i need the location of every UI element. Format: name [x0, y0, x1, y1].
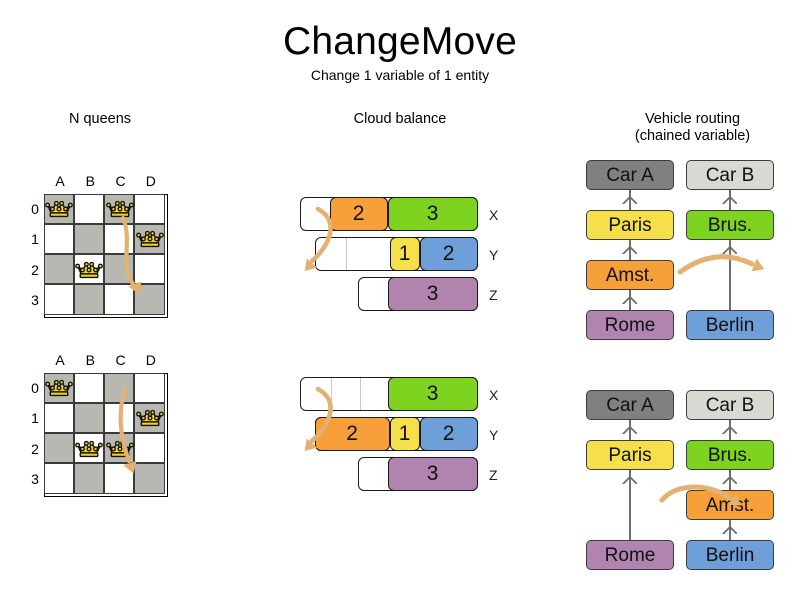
- board-cell[interactable]: [134, 433, 165, 464]
- column-label-b: B: [85, 173, 95, 189]
- process-block[interactable]: 2: [419, 416, 478, 451]
- route-node-paris[interactable]: Paris: [586, 210, 674, 240]
- route-node-amst[interactable]: Amst.: [586, 260, 674, 290]
- process-block[interactable]: 1: [389, 236, 420, 271]
- board-cell[interactable]: [43, 402, 74, 433]
- column-label-d: D: [145, 173, 156, 189]
- process-block[interactable]: 3: [387, 276, 478, 311]
- chain-link: [728, 190, 732, 210]
- bar-divider: [360, 378, 361, 410]
- board-cell[interactable]: [134, 372, 165, 403]
- route-node-carb[interactable]: Car B: [686, 160, 774, 190]
- chain-arrow-icon: [722, 525, 737, 534]
- row-label-0: 0: [31, 201, 39, 217]
- route-node-brus[interactable]: Brus.: [686, 440, 774, 470]
- board-cell[interactable]: [43, 254, 74, 285]
- chain-link: [628, 290, 632, 310]
- chain-link: [728, 240, 732, 310]
- column-label-a: A: [55, 173, 65, 189]
- process-block[interactable]: 2: [419, 236, 478, 271]
- computer-label-z: Z: [489, 287, 498, 303]
- chain-link: [628, 190, 632, 210]
- board-cell[interactable]: [73, 372, 104, 403]
- row-label-0: 0: [31, 380, 39, 396]
- board-cell[interactable]: [73, 402, 104, 433]
- board-cell[interactable]: [73, 193, 104, 224]
- computer-label-z: Z: [489, 467, 498, 483]
- board-column-labels: A B C D: [45, 352, 165, 368]
- chain-link: [728, 420, 732, 440]
- board-cell[interactable]: [73, 223, 104, 254]
- route-node-berlin[interactable]: Berlin: [686, 310, 774, 340]
- row-label-1: 1: [31, 410, 39, 427]
- route-node-carb[interactable]: Car B: [686, 390, 774, 420]
- section-heading-n-queens: N queens: [68, 111, 132, 127]
- column-label-d: D: [145, 352, 156, 368]
- board-cell[interactable]: [134, 193, 165, 224]
- route-node-cara[interactable]: Car A: [586, 160, 674, 190]
- process-block[interactable]: 3: [387, 376, 478, 411]
- board-cell[interactable]: [43, 463, 74, 494]
- chain-arrow-icon: [722, 195, 737, 204]
- computer-label-x: X: [489, 387, 499, 403]
- route-node-berlin[interactable]: Berlin: [686, 540, 774, 570]
- board-cell[interactable]: [43, 223, 74, 254]
- chain-link: [728, 470, 732, 490]
- board-cell[interactable]: [134, 254, 165, 285]
- row-label-3: 3: [31, 291, 39, 308]
- section-heading-vehicle-routing-line2: (chained variable): [634, 128, 751, 144]
- row-label-2: 2: [31, 440, 39, 457]
- board-column-labels: A B C D: [45, 173, 165, 189]
- chain-arrow-icon: [622, 195, 637, 204]
- route-node-rome[interactable]: Rome: [586, 310, 674, 340]
- bar-divider: [346, 238, 347, 270]
- chain-arrow-icon: [622, 425, 637, 434]
- row-label-2: 2: [31, 261, 39, 278]
- chain-link: [628, 240, 632, 260]
- board-cell[interactable]: [43, 284, 74, 315]
- page-subtitle: Change 1 variable of 1 entity: [310, 67, 490, 83]
- board-cell[interactable]: [73, 463, 104, 494]
- route-node-cara[interactable]: Car A: [586, 390, 674, 420]
- chain-arrow-icon: [722, 245, 737, 254]
- row-label-1: 1: [31, 231, 39, 248]
- computer-bar[interactable]: 3: [358, 456, 478, 491]
- process-block[interactable]: 3: [387, 196, 478, 231]
- computer-label-x: X: [489, 207, 499, 223]
- chain-link: [628, 420, 632, 440]
- board-cell[interactable]: [43, 433, 74, 464]
- section-heading-vehicle-routing-line1: Vehicle routing: [644, 111, 741, 127]
- board-cell[interactable]: [134, 463, 165, 494]
- section-heading-cloud-balance: Cloud balance: [353, 111, 447, 127]
- route-node-amst[interactable]: Amst.: [686, 490, 774, 520]
- computer-bar[interactable]: 3: [358, 276, 478, 311]
- process-block[interactable]: 3: [387, 456, 478, 491]
- page-title: ChangeMove: [283, 20, 517, 63]
- section-heading-vehicle-routing: Vehicle routing (chained variable): [600, 111, 785, 145]
- chain-link: [628, 470, 632, 540]
- chain-link: [728, 520, 732, 540]
- route-node-rome[interactable]: Rome: [586, 540, 674, 570]
- chain-arrow-icon: [622, 295, 637, 304]
- chain-arrow-icon: [722, 425, 737, 434]
- chain-arrow-icon: [722, 475, 737, 484]
- chain-arrow-icon: [622, 245, 637, 254]
- computer-label-y: Y: [489, 427, 499, 443]
- computer-label-y: Y: [489, 247, 499, 263]
- chain-arrow-icon: [622, 475, 637, 484]
- row-label-3: 3: [31, 470, 39, 487]
- board-cell[interactable]: [73, 284, 104, 315]
- process-block[interactable]: 1: [389, 416, 420, 451]
- route-node-paris[interactable]: Paris: [586, 440, 674, 470]
- route-node-brus[interactable]: Brus.: [686, 210, 774, 240]
- column-label-a: A: [55, 352, 65, 368]
- column-label-c: C: [115, 173, 126, 189]
- column-label-c: C: [115, 352, 126, 368]
- column-label-b: B: [85, 352, 95, 368]
